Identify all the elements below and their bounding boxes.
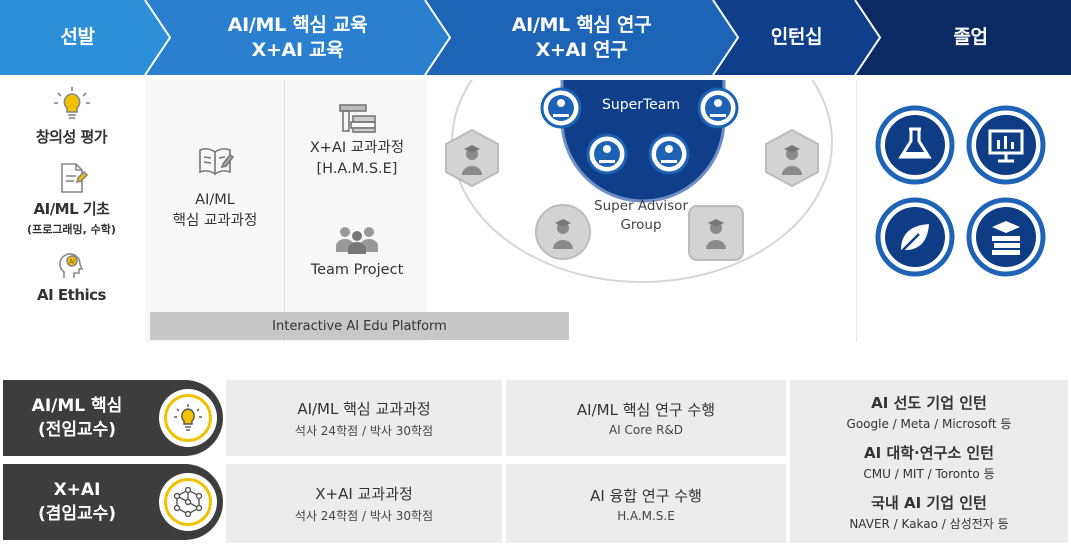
stage-label-selection: 선발 [60, 26, 95, 48]
graduation-icons [875, 105, 1046, 277]
network-hexagon-icon [173, 487, 203, 517]
selection-sublabel: (프로그래밍, 수학) [27, 223, 116, 236]
books-icon [339, 104, 376, 133]
selection-item-ethics: AI AI Ethics [0, 248, 143, 304]
advisor-group-label-line1: Super Advisor [594, 198, 688, 214]
stage-label-graduation: 졸업 [953, 26, 988, 48]
team-icon [336, 227, 378, 254]
lightbulb-icon [174, 404, 202, 431]
book-edit-icon [199, 148, 235, 176]
chevron-stage-education [145, 0, 450, 75]
stage-label-internship: 인턴십 [770, 26, 823, 48]
presentation-chart-icon [966, 105, 1046, 185]
selection-label: AI/ML 기초 [33, 200, 110, 218]
internship-item: AI 선도 기업 인턴 Google / Meta / Microsoft 등 [846, 394, 1012, 431]
internship-item: AI 대학·연구소 인턴 CMU / MIT / Toronto 등 [863, 444, 995, 481]
graduation-books-icon [966, 197, 1046, 277]
cell-core-research: AI/ML 핵심 연구 수행 AI Core R&D [506, 380, 786, 456]
graduation-column [856, 80, 1071, 342]
leaf-icon [875, 197, 955, 277]
flask-icon [875, 105, 955, 185]
pill-label: AI/ML 핵심 (전임교수) [31, 396, 123, 440]
xai-education-column: X+AI 교과과정 [H.A.M.S.E] Team Project [287, 80, 427, 342]
core-education-column: AI/ML 핵심 교과과정 [145, 80, 285, 342]
process-banner: 선발 AI/ML 핵심 교육 X+AI 교육 AI/ML 핵심 연구 X+AI … [0, 0, 1071, 75]
selection-item-basics: AI/ML 기초 (프로그래밍, 수학) [0, 160, 143, 237]
chevron-stage-research [425, 0, 738, 75]
internship-cell: AI 선도 기업 인턴 Google / Meta / Microsoft 등 … [790, 380, 1068, 543]
head-ai-icon: AI [58, 253, 83, 278]
advisor-node [765, 128, 819, 188]
selection-label: 창의성 평가 [35, 128, 108, 146]
advisor-node [688, 205, 744, 261]
row-pill-adjunct-faculty: X+AI (겸임교수) [3, 464, 223, 540]
selection-column: 창의성 평가 AI/ML 기초 (프로그래밍, 수학) AI AI Ethics [0, 80, 143, 342]
team-member-node [648, 133, 690, 175]
advisor-group-label-line2: Group [620, 217, 661, 233]
row-pill-core-faculty: AI/ML 핵심 (전임교수) [3, 380, 223, 456]
chevron-stage-selection [0, 0, 170, 75]
cell-xai-curriculum: X+AI 교과과정 석사 24학점 / 박사 30학점 [226, 464, 502, 543]
core-curriculum-label: AI/ML 핵심 교과과정 [172, 192, 258, 229]
stage-label-education: AI/ML 핵심 교육 X+AI 교육 [227, 13, 368, 61]
team-member-node [540, 87, 582, 129]
chevron-stage-internship [713, 0, 880, 75]
advisor-node [445, 128, 499, 188]
research-diagram: SuperTeam Super Advisor Group [445, 80, 833, 283]
team-member-node [697, 87, 739, 129]
edu-platform-bar: Interactive AI Edu Platform [150, 312, 569, 340]
research-column: SuperTeam Super Advisor Group [430, 80, 853, 342]
superteam-label: SuperTeam [602, 97, 680, 113]
stage-label-research: AI/ML 핵심 연구 X+AI 연구 [511, 13, 652, 61]
lightbulb-icon [53, 87, 90, 119]
selection-item-creativity: 창의성 평가 [0, 86, 143, 147]
pill-label: X+AI (겸임교수) [37, 480, 117, 524]
svg-text:AI: AI [69, 259, 75, 266]
cell-xai-research: AI 융합 연구 수행 H.A.M.S.E [506, 464, 786, 543]
advisor-node [535, 204, 591, 260]
cell-core-curriculum: AI/ML 핵심 교과과정 석사 24학점 / 박사 30학점 [226, 380, 502, 456]
selection-label: AI Ethics [37, 286, 106, 304]
banner-chevrons [0, 0, 1071, 75]
chevron-stage-graduation [855, 0, 1071, 75]
team-project-label: Team Project [310, 262, 404, 278]
internship-item: 국내 AI 기업 인턴 NAVER / Kakao / 삼성전자 등 [849, 494, 1009, 531]
team-member-node [586, 133, 628, 175]
document-edit-icon [60, 163, 88, 193]
xai-curriculum-label: X+AI 교과과정 [H.A.M.S.E] [309, 140, 405, 177]
